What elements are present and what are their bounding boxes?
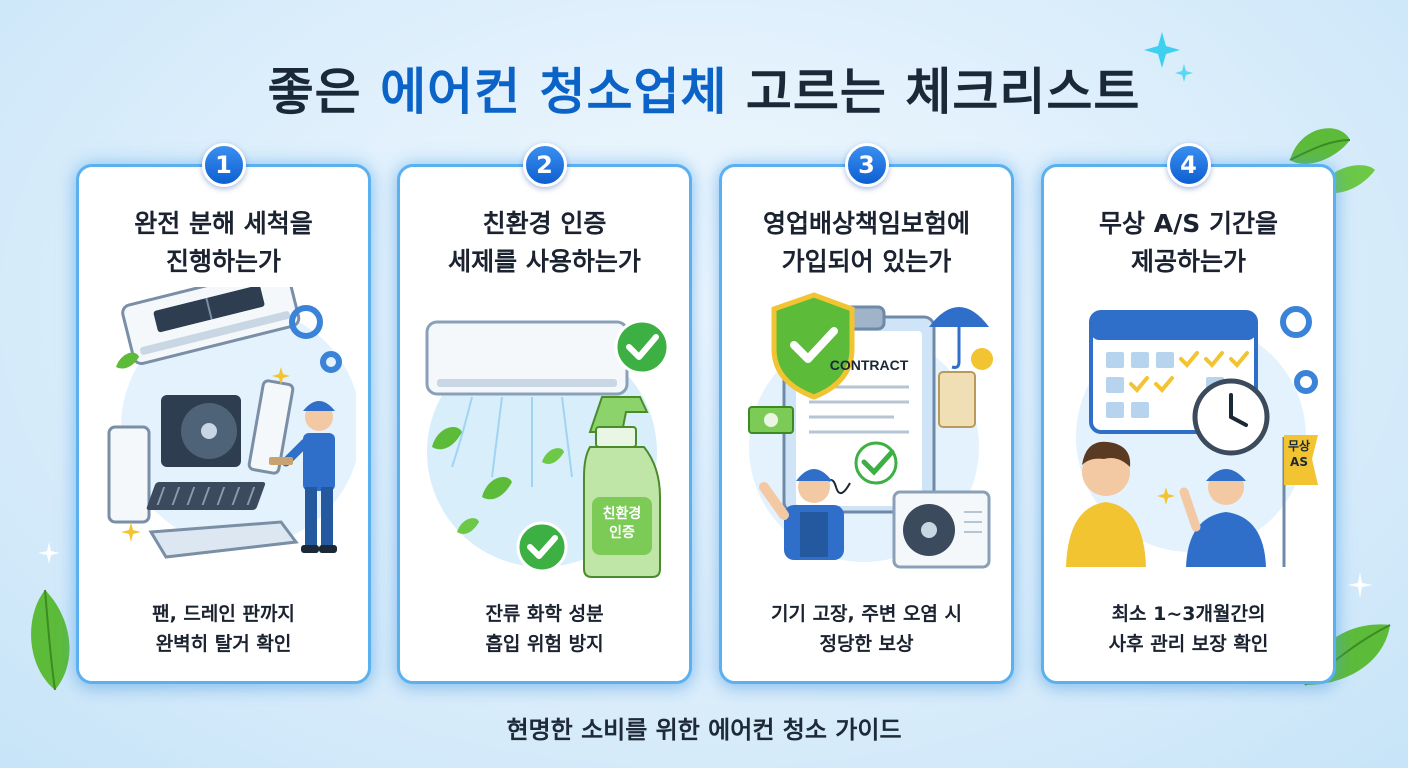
card-caption-line: 기기 고장, 주변 오염 시 [771, 603, 962, 625]
checklist-card-1: 1 완전 분해 세척을 진행하는가 [76, 143, 371, 684]
insurance-contract-illustration [748, 292, 993, 569]
gear-icon [289, 305, 342, 373]
sparkle-icon [1347, 572, 1373, 598]
check-circle-icon [614, 319, 670, 375]
title-part1: 좋은 [267, 63, 381, 121]
fan-icon [161, 395, 241, 467]
leaf-icon [482, 477, 512, 500]
checklist-card-4: 4 무상 A/S 기간을 제공하는가 [1041, 143, 1336, 684]
flag-label-line: AS [1290, 455, 1308, 469]
aircon-unit-icon [425, 320, 629, 396]
outdoor-unit-icon [892, 490, 991, 569]
contract-label: CONTRACT [829, 357, 909, 373]
card-caption: 잔류 화학 성분 흡입 위험 방지 [410, 599, 679, 659]
page-title: 좋은 에어컨 청소업체 고르는 체크리스트 [0, 52, 1408, 124]
bottle-label: 친환경 인증 [592, 505, 652, 543]
gear-icon [1280, 306, 1318, 394]
card-caption-line: 흡입 위험 방지 [485, 633, 604, 655]
shield-icon [771, 292, 855, 400]
free-as-service-illustration [1066, 306, 1318, 567]
card-heading: 완전 분해 세척을 진행하는가 [89, 205, 358, 281]
card-caption-line: 완벽히 탈거 확인 [155, 633, 292, 655]
free-as-flag-icon [1282, 435, 1318, 567]
card-heading-line: 제공하는가 [1130, 247, 1246, 276]
leaf-icon [116, 352, 139, 369]
card-heading-line: 세제를 사용하는가 [448, 247, 641, 276]
card-caption: 기기 고장, 주변 오염 시 정당한 보상 [732, 599, 1001, 659]
filter-icon [146, 482, 266, 510]
flag-label: 무상 AS [1281, 438, 1317, 470]
bottle-label-line: 인증 [609, 525, 635, 541]
title-accent: 에어컨 청소업체 [380, 63, 728, 121]
check-circle-icon [516, 521, 568, 573]
card-heading: 영업배상책임보험에 가입되어 있는가 [732, 205, 1001, 281]
card-caption-line: 최소 1~3개월간의 [1111, 603, 1266, 625]
flag-label-line: 무상 [1287, 439, 1311, 453]
scroll-icon [938, 371, 976, 428]
aircon-unit-icon [121, 287, 301, 366]
umbrella-icon [929, 307, 993, 370]
card-heading-line: 진행하는가 [165, 247, 281, 276]
card-heading-line: 친환경 인증 [482, 209, 607, 238]
card-caption: 최소 1~3개월간의 사후 관리 보장 확인 [1054, 599, 1323, 659]
card-caption-line: 팬, 드레인 판까지 [152, 603, 295, 625]
customer-icon [1066, 441, 1146, 567]
title-part2: 고르는 체크리스트 [727, 63, 1141, 121]
leaf-icon [457, 518, 479, 534]
worker-icon [759, 469, 844, 560]
worker-icon [269, 401, 337, 553]
spray-bottle-icon [583, 396, 661, 578]
card-caption-line: 사후 관리 보장 확인 [1108, 633, 1269, 655]
card-heading: 친환경 인증 세제를 사용하는가 [410, 205, 679, 281]
leaf-icon [31, 589, 70, 691]
panel-part-icon [107, 425, 151, 524]
clock-icon [1192, 378, 1270, 456]
step-number-badge: 2 [522, 143, 567, 187]
card-caption-line: 정당한 보상 [819, 633, 914, 655]
step-number-badge: 1 [201, 143, 246, 187]
card-heading: 무상 A/S 기간을 제공하는가 [1054, 205, 1323, 281]
card-caption: 팬, 드레인 판까지 완벽히 탈거 확인 [89, 599, 358, 659]
step-number-badge: 3 [844, 143, 889, 187]
checklist-card-2: 2 친환경 인증 세제를 사용하는가 [397, 143, 692, 684]
airflow-icon [451, 396, 573, 487]
leaf-icon [542, 448, 564, 464]
card-heading-line: 무상 A/S 기간을 [1099, 209, 1278, 238]
step-number-badge: 4 [1166, 143, 1211, 187]
sparkle-icon [1157, 487, 1175, 505]
sparkle-icon [272, 367, 290, 385]
card-heading-line: 영업배상책임보험에 [762, 209, 970, 238]
worker-icon [1179, 469, 1266, 567]
bottle-label-line: 친환경 [602, 506, 642, 522]
card-heading-line: 완전 분해 세척을 [134, 209, 313, 238]
card-caption-line: 잔류 화학 성분 [485, 603, 604, 625]
leaf-icon [432, 427, 462, 450]
checklist-card-3: 3 영업배상책임보험에 가입되어 있는가 [719, 143, 1014, 684]
sparkle-icon [38, 542, 60, 564]
eco-detergent-illustration [425, 319, 670, 578]
sparkle-icon [1144, 32, 1193, 82]
drain-pan-icon [148, 520, 299, 559]
sparkle-icon [121, 522, 141, 542]
card-heading-line: 가입되어 있는가 [781, 247, 952, 276]
disassembled-aircon-illustration [107, 287, 356, 559]
footer-tagline: 현명한 소비를 위한 에어컨 청소 가이드 [506, 716, 902, 744]
